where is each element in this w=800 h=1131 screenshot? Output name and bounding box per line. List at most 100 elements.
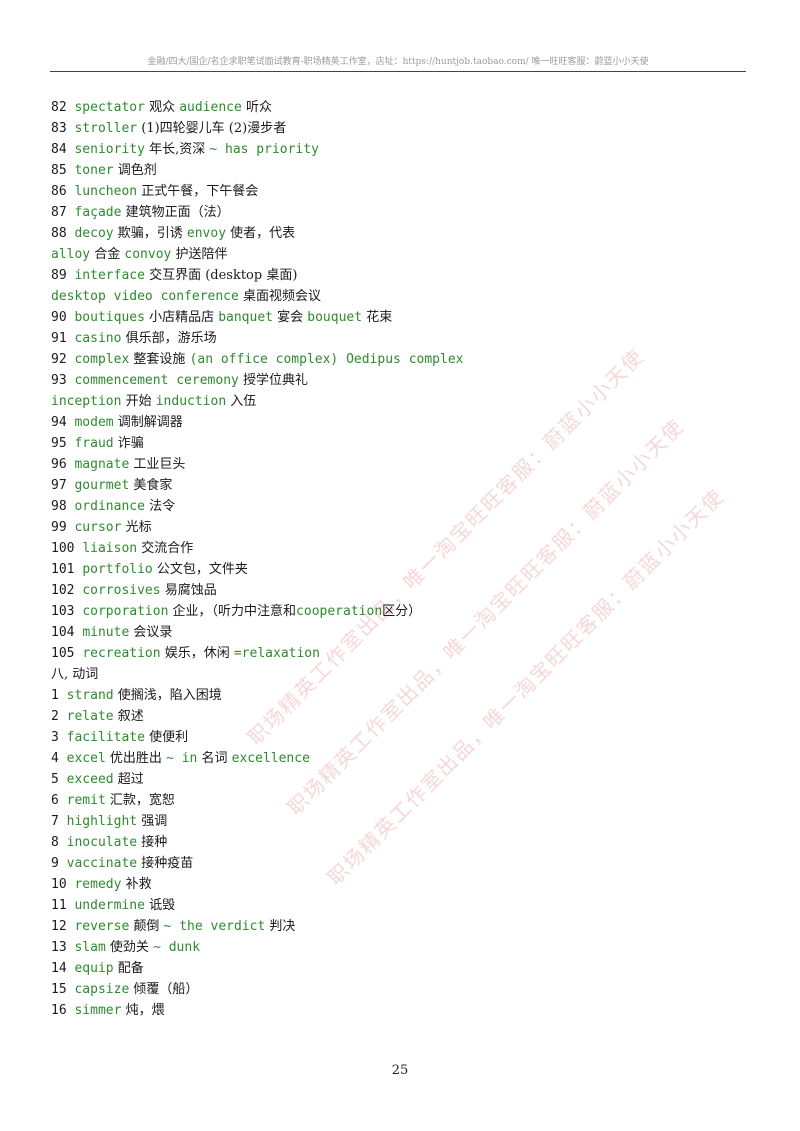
english-term: induction — [155, 394, 227, 409]
chinese-gloss: 诋毁 — [144, 898, 176, 913]
english-term: reverse — [74, 919, 130, 934]
header-rule — [50, 71, 746, 72]
item-number: 4 — [51, 751, 67, 766]
chinese-gloss: 易腐蚀品 — [160, 583, 217, 598]
vocab-line: 99 cursor 光标 — [51, 517, 751, 538]
english-term: slam — [74, 940, 106, 955]
chinese-gloss: 使搁浅，陷入困境 — [113, 688, 222, 703]
english-term: recreation — [82, 646, 161, 661]
chinese-gloss: 授学位典礼 — [238, 373, 308, 388]
vocab-line: 八, 动词 — [51, 664, 751, 685]
english-term: complex — [74, 352, 130, 367]
chinese-gloss: 会议录 — [129, 625, 173, 640]
vocab-line: inception 开始 induction 入伍 — [51, 391, 751, 412]
item-number: 82 — [51, 100, 75, 115]
item-number: 103 — [51, 604, 83, 619]
chinese-gloss: 叙述 — [113, 709, 144, 724]
vocab-line: 88 decoy 欺骗，引诱 envoy 使者，代表 — [51, 223, 751, 244]
chinese-gloss: 俱乐部，游乐场 — [121, 331, 217, 346]
chinese-gloss: 超过 — [113, 772, 144, 787]
chinese-gloss: 调色剂 — [113, 163, 157, 178]
chinese-gloss: 工业巨头 — [129, 457, 186, 472]
vocab-line: 95 fraud 诈骗 — [51, 433, 751, 454]
item-number: 94 — [51, 415, 75, 430]
english-term: strand — [66, 688, 114, 703]
vocab-line: alloy 合金 convoy 护送陪伴 — [51, 244, 751, 265]
vocab-line: 14 equip 配备 — [51, 958, 751, 979]
chinese-gloss: 桌面视频会议 — [238, 289, 321, 304]
item-number: 2 — [51, 709, 67, 724]
vocab-line: 9 vaccinate 接种疫苗 — [51, 853, 751, 874]
vocab-line: 94 modem 调制解调器 — [51, 412, 751, 433]
vocab-line: 13 slam 使劲关 ~ dunk — [51, 937, 751, 958]
vocab-line: 3 facilitate 使便利 — [51, 727, 751, 748]
vocab-line: 101 portfolio 公文包，文件夹 — [51, 559, 751, 580]
chinese-gloss: 建筑物正面（法） — [121, 205, 230, 220]
chinese-gloss: 整套设施 — [129, 352, 190, 367]
item-number: 87 — [51, 205, 75, 220]
vocab-line: 98 ordinance 法令 — [51, 496, 751, 517]
english-term: facilitate — [66, 730, 145, 745]
chinese-gloss: 宴会 — [273, 310, 308, 325]
english-term: excellence — [231, 751, 310, 766]
item-number: 12 — [51, 919, 75, 934]
vocab-line: 4 excel 优出胜出 ~ in 名词 excellence — [51, 748, 751, 769]
item-number: 90 — [51, 310, 75, 325]
vocab-line: 104 minute 会议录 — [51, 622, 751, 643]
english-term: undermine — [74, 898, 145, 913]
english-term: commencement ceremony — [74, 373, 239, 388]
chinese-gloss: 法令 — [144, 499, 176, 514]
english-term: highlight — [66, 814, 138, 829]
english-term: corporation — [82, 604, 169, 619]
item-number: 14 — [51, 961, 75, 976]
vocab-line: 85 toner 调色剂 — [51, 160, 751, 181]
chinese-gloss: 花束 — [362, 310, 393, 325]
chinese-gloss: 倾覆（船） — [129, 982, 199, 997]
english-term: ~ dunk — [153, 940, 201, 955]
chinese-gloss: 企业，（听力中注意和 — [168, 604, 297, 619]
vocab-line: 84 seniority 年长,资深 ~ has priority — [51, 139, 751, 160]
english-term: =relaxation — [233, 646, 320, 661]
chinese-gloss: 入伍 — [226, 394, 257, 409]
vocab-line: 90 boutiques 小店精品店 banquet 宴会 bouquet 花束 — [51, 307, 751, 328]
chinese-gloss: 接种 — [137, 835, 168, 850]
chinese-gloss: 接种疫苗 — [137, 856, 194, 871]
chinese-gloss: 公文包，文件夹 — [152, 562, 248, 577]
english-term: minute — [82, 625, 130, 640]
english-term: remedy — [74, 877, 122, 892]
vocab-line: 105 recreation 娱乐，休闲 =relaxation — [51, 643, 751, 664]
english-term: luncheon — [74, 184, 138, 199]
vocab-line: 8 inoculate 接种 — [51, 832, 751, 853]
vocab-line: 16 simmer 炖，煨 — [51, 1000, 751, 1021]
item-number: 97 — [51, 478, 75, 493]
item-number: 89 — [51, 268, 75, 283]
chinese-gloss: 正式午餐，下午餐会 — [137, 184, 259, 199]
vocab-line: 97 gourmet 美食家 — [51, 475, 751, 496]
vocab-line: 87 façade 建筑物正面（法） — [51, 202, 751, 223]
chinese-gloss: 区分） — [382, 604, 422, 619]
english-term: inoculate — [66, 835, 138, 850]
english-term: equip — [74, 961, 114, 976]
english-term: decoy — [74, 226, 114, 241]
item-number: 91 — [51, 331, 75, 346]
vocab-line: 91 casino 俱乐部，游乐场 — [51, 328, 751, 349]
english-term: portfolio — [82, 562, 153, 577]
item-number: 13 — [51, 940, 75, 955]
chinese-gloss: 合金 — [90, 247, 125, 262]
vocab-line: 6 remit 汇款，宽恕 — [51, 790, 751, 811]
chinese-gloss: 优出胜出 — [105, 751, 167, 766]
vocab-line: 100 liaison 交流合作 — [51, 538, 751, 559]
english-term: ~ in — [166, 751, 198, 766]
english-term: ~ the verdict — [163, 919, 266, 934]
english-term: fraud — [74, 436, 114, 451]
chinese-gloss: 调制解调器 — [113, 415, 183, 430]
chinese-gloss: 汇款，宽恕 — [105, 793, 175, 808]
chinese-gloss: 娱乐，休闲 — [160, 646, 234, 661]
english-term: liaison — [82, 541, 138, 556]
item-number: 10 — [51, 877, 75, 892]
vocab-line: 83 stroller (1)四轮婴儿车 (2)漫步者 — [51, 118, 751, 139]
chinese-gloss: 护送陪伴 — [171, 247, 228, 262]
english-term: alloy — [51, 247, 91, 262]
chinese-gloss: 欺骗，引诱 — [113, 226, 187, 241]
